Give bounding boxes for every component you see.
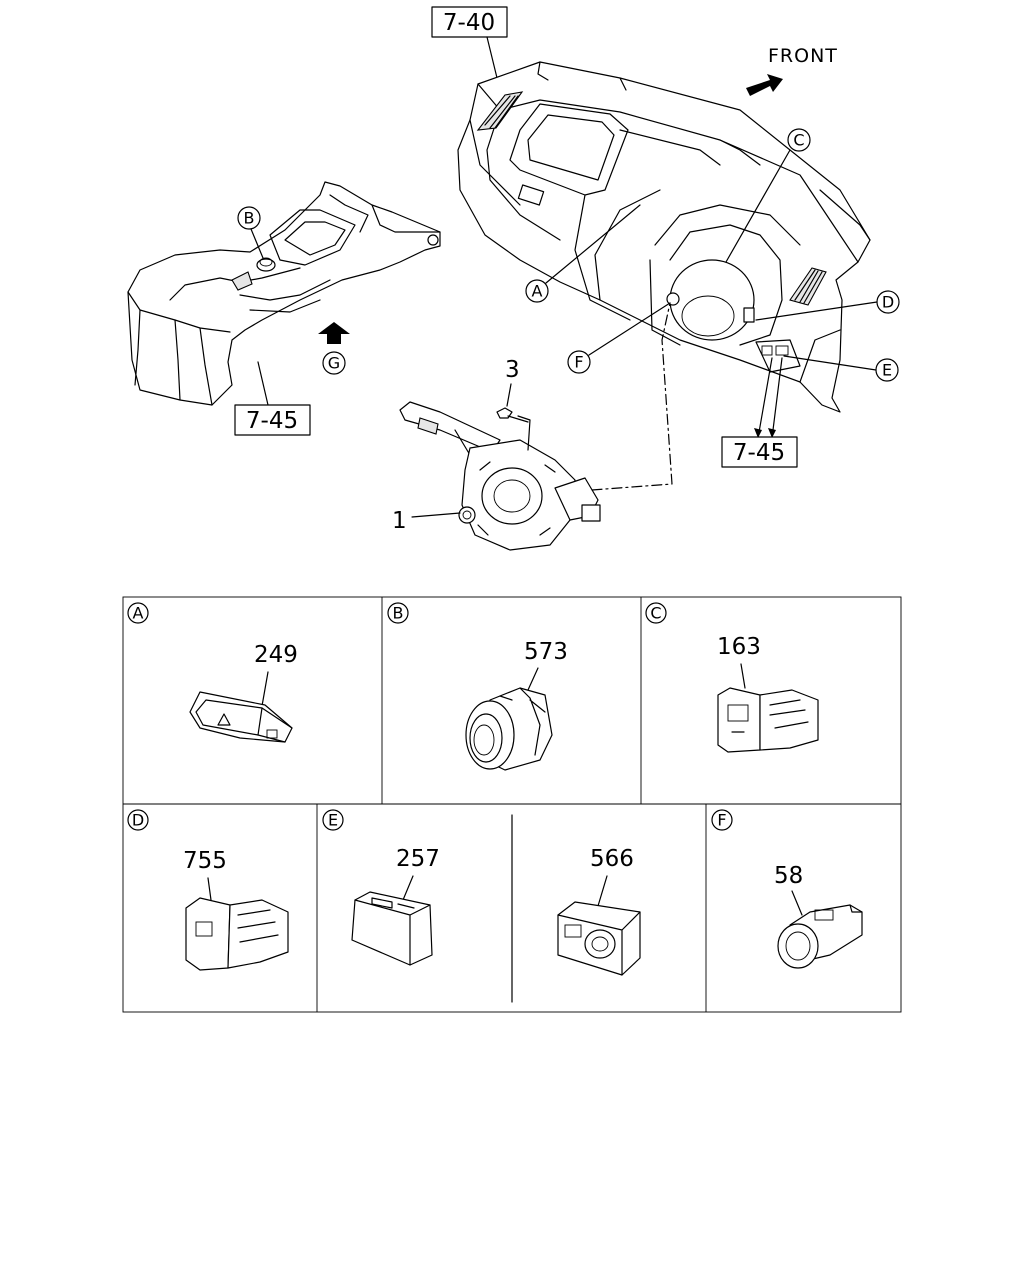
- detail-box-d: D 755: [127, 809, 289, 971]
- svg-text:3: 3: [505, 357, 520, 383]
- svg-text:E: E: [882, 361, 892, 380]
- part-label-566: 566: [590, 846, 634, 872]
- part-label-1: 1: [392, 508, 461, 534]
- callout-e: E: [783, 355, 899, 382]
- callout-b: B: [237, 206, 264, 259]
- svg-text:1: 1: [392, 508, 407, 534]
- instrument-panel-drawing: [457, 61, 871, 413]
- ref-box-console: 7-45: [234, 361, 311, 436]
- ref-label-7-45-left: 7-45: [246, 408, 298, 434]
- detail-letter-a: A: [133, 604, 144, 623]
- detail-box-a: A 249: [127, 602, 298, 743]
- part-label-249: 249: [254, 642, 298, 668]
- front-label: FRONT: [768, 45, 838, 67]
- detail-box-f: F 58: [711, 809, 863, 969]
- svg-text:B: B: [244, 209, 255, 228]
- svg-text:G: G: [328, 354, 340, 373]
- part-label-257: 257: [396, 846, 440, 872]
- detail-letter-d: D: [132, 811, 144, 830]
- part-label-163: 163: [717, 634, 761, 660]
- part-label-755: 755: [183, 848, 227, 874]
- detail-box-b: B 573: [387, 602, 568, 771]
- detail-box-c: C 163: [645, 602, 819, 753]
- detail-box-e: E 257 566: [322, 809, 641, 976]
- ref-box-instrument-panel: 7-40: [431, 6, 508, 83]
- center-console-drawing: [127, 181, 441, 406]
- ref-label-7-45-right: 7-45: [733, 440, 785, 466]
- svg-text:A: A: [532, 282, 543, 301]
- callout-g: G: [318, 322, 350, 375]
- detail-grid: [122, 596, 902, 1013]
- detail-letter-c: C: [650, 604, 661, 623]
- front-indicator: FRONT: [746, 45, 838, 96]
- callout-f: F: [567, 302, 671, 374]
- callout-a: A: [525, 204, 641, 303]
- front-arrow-icon: [746, 74, 783, 96]
- detail-letter-f: F: [717, 811, 726, 830]
- svg-text:C: C: [793, 131, 804, 150]
- callout-c: C: [725, 128, 811, 263]
- ref-box-panel-switches: 7-45: [721, 357, 798, 468]
- part-label-58: 58: [774, 863, 803, 889]
- arrow-up-icon: [318, 322, 350, 344]
- part-label-573: 573: [524, 639, 568, 665]
- ref-label-7-40: 7-40: [443, 10, 495, 36]
- detail-letter-e: E: [328, 811, 338, 830]
- svg-text:F: F: [574, 353, 583, 372]
- part-label-3: 3: [505, 357, 520, 407]
- callout-d: D: [755, 290, 900, 321]
- svg-text:D: D: [882, 293, 894, 312]
- combination-switch-drawing: [399, 401, 601, 551]
- detail-letter-b: B: [393, 604, 404, 623]
